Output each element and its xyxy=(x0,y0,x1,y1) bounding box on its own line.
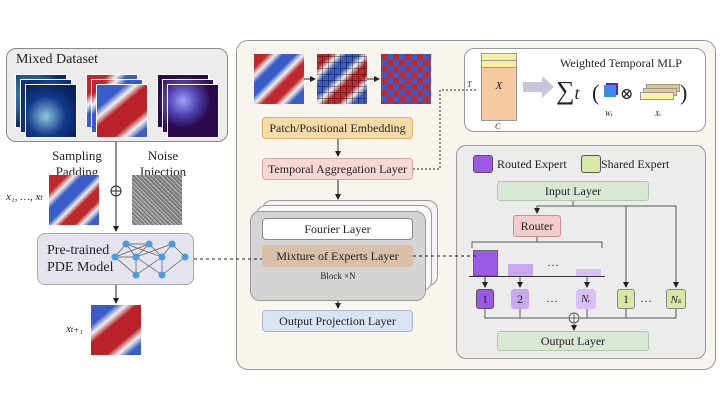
shared-expert-1: 1 xyxy=(617,289,635,309)
routed-expert-nr: Nᵣ xyxy=(576,289,596,309)
patch-image-tokens xyxy=(381,54,431,104)
open-paren: ( xyxy=(592,80,600,105)
output-image xyxy=(91,305,141,355)
patch-image-raw xyxy=(254,54,304,104)
xt-slices-icon xyxy=(640,84,680,102)
patch-positional-embedding: Patch/Positional Embedding xyxy=(262,117,413,139)
w-label: Wₜ xyxy=(605,110,613,118)
shared-expert-ns: Nₛ xyxy=(666,289,686,309)
temporal-aggregation-layer: Temporal Aggregation Layer xyxy=(262,158,413,180)
router: Router xyxy=(513,215,561,237)
xt-label: Xₜ xyxy=(655,110,662,118)
legend-shared-label: Shared Expert xyxy=(601,157,670,171)
dashed-temporal-to-mlp xyxy=(413,89,478,170)
dataset-turbulence-stack xyxy=(15,74,77,138)
legend-routed-label: Routed Expert xyxy=(497,157,567,171)
router-bar-2 xyxy=(508,264,533,276)
sum-symbol: ∑t xyxy=(556,76,580,105)
mlp-title: Weighted Temporal MLP xyxy=(560,56,682,70)
c-label: C xyxy=(495,122,501,131)
legend-routed-swatch xyxy=(473,155,493,173)
output-layer: Output Layer xyxy=(497,331,649,351)
input-sequence-image xyxy=(49,175,99,225)
input-layer: Input Layer xyxy=(497,181,649,201)
output-projection-layer: Output Projection Layer xyxy=(262,310,413,332)
weight-cube-icon xyxy=(604,85,616,97)
routed-expert-1: 1 xyxy=(476,289,494,309)
output-label: xₜ₊₁ xyxy=(66,323,84,335)
transform-arrow-icon xyxy=(523,82,543,92)
transform-arrow-head-icon xyxy=(542,76,554,98)
routed-expert-ellipsis: … xyxy=(546,291,558,305)
close-paren: ) xyxy=(680,80,688,105)
t-label: T xyxy=(467,80,472,89)
routed-expert-2: 2 xyxy=(511,289,529,309)
router-bar-nr xyxy=(576,269,601,276)
shared-expert-ellipsis: … xyxy=(640,291,652,305)
otimes-symbol: ⊗ xyxy=(620,86,634,103)
mixed-dataset-title: Mixed Dataset xyxy=(16,52,99,67)
noise-image xyxy=(132,175,182,225)
mixture-of-experts-layer: Mixture of Experts Layer xyxy=(262,245,413,267)
dataset-wave-stack xyxy=(86,74,148,138)
router-baseline xyxy=(469,276,605,277)
matrix-x-label: X xyxy=(495,80,503,92)
neural-network-icon xyxy=(114,243,186,276)
dataset-vorticity-stack xyxy=(157,74,219,138)
patch-image-grid xyxy=(317,54,367,104)
router-bar-ellipsis: … xyxy=(547,255,559,269)
legend-shared-swatch xyxy=(581,155,601,173)
input-sequence-label: x₁, …, xₜ xyxy=(6,191,44,203)
pde-model-label: Pre-trained PDE Model xyxy=(47,243,114,275)
router-bar-1 xyxy=(473,250,498,276)
matrix-x: X xyxy=(481,53,517,121)
block-label: Block ×N xyxy=(320,271,356,281)
fourier-layer: Fourier Layer xyxy=(262,218,413,240)
